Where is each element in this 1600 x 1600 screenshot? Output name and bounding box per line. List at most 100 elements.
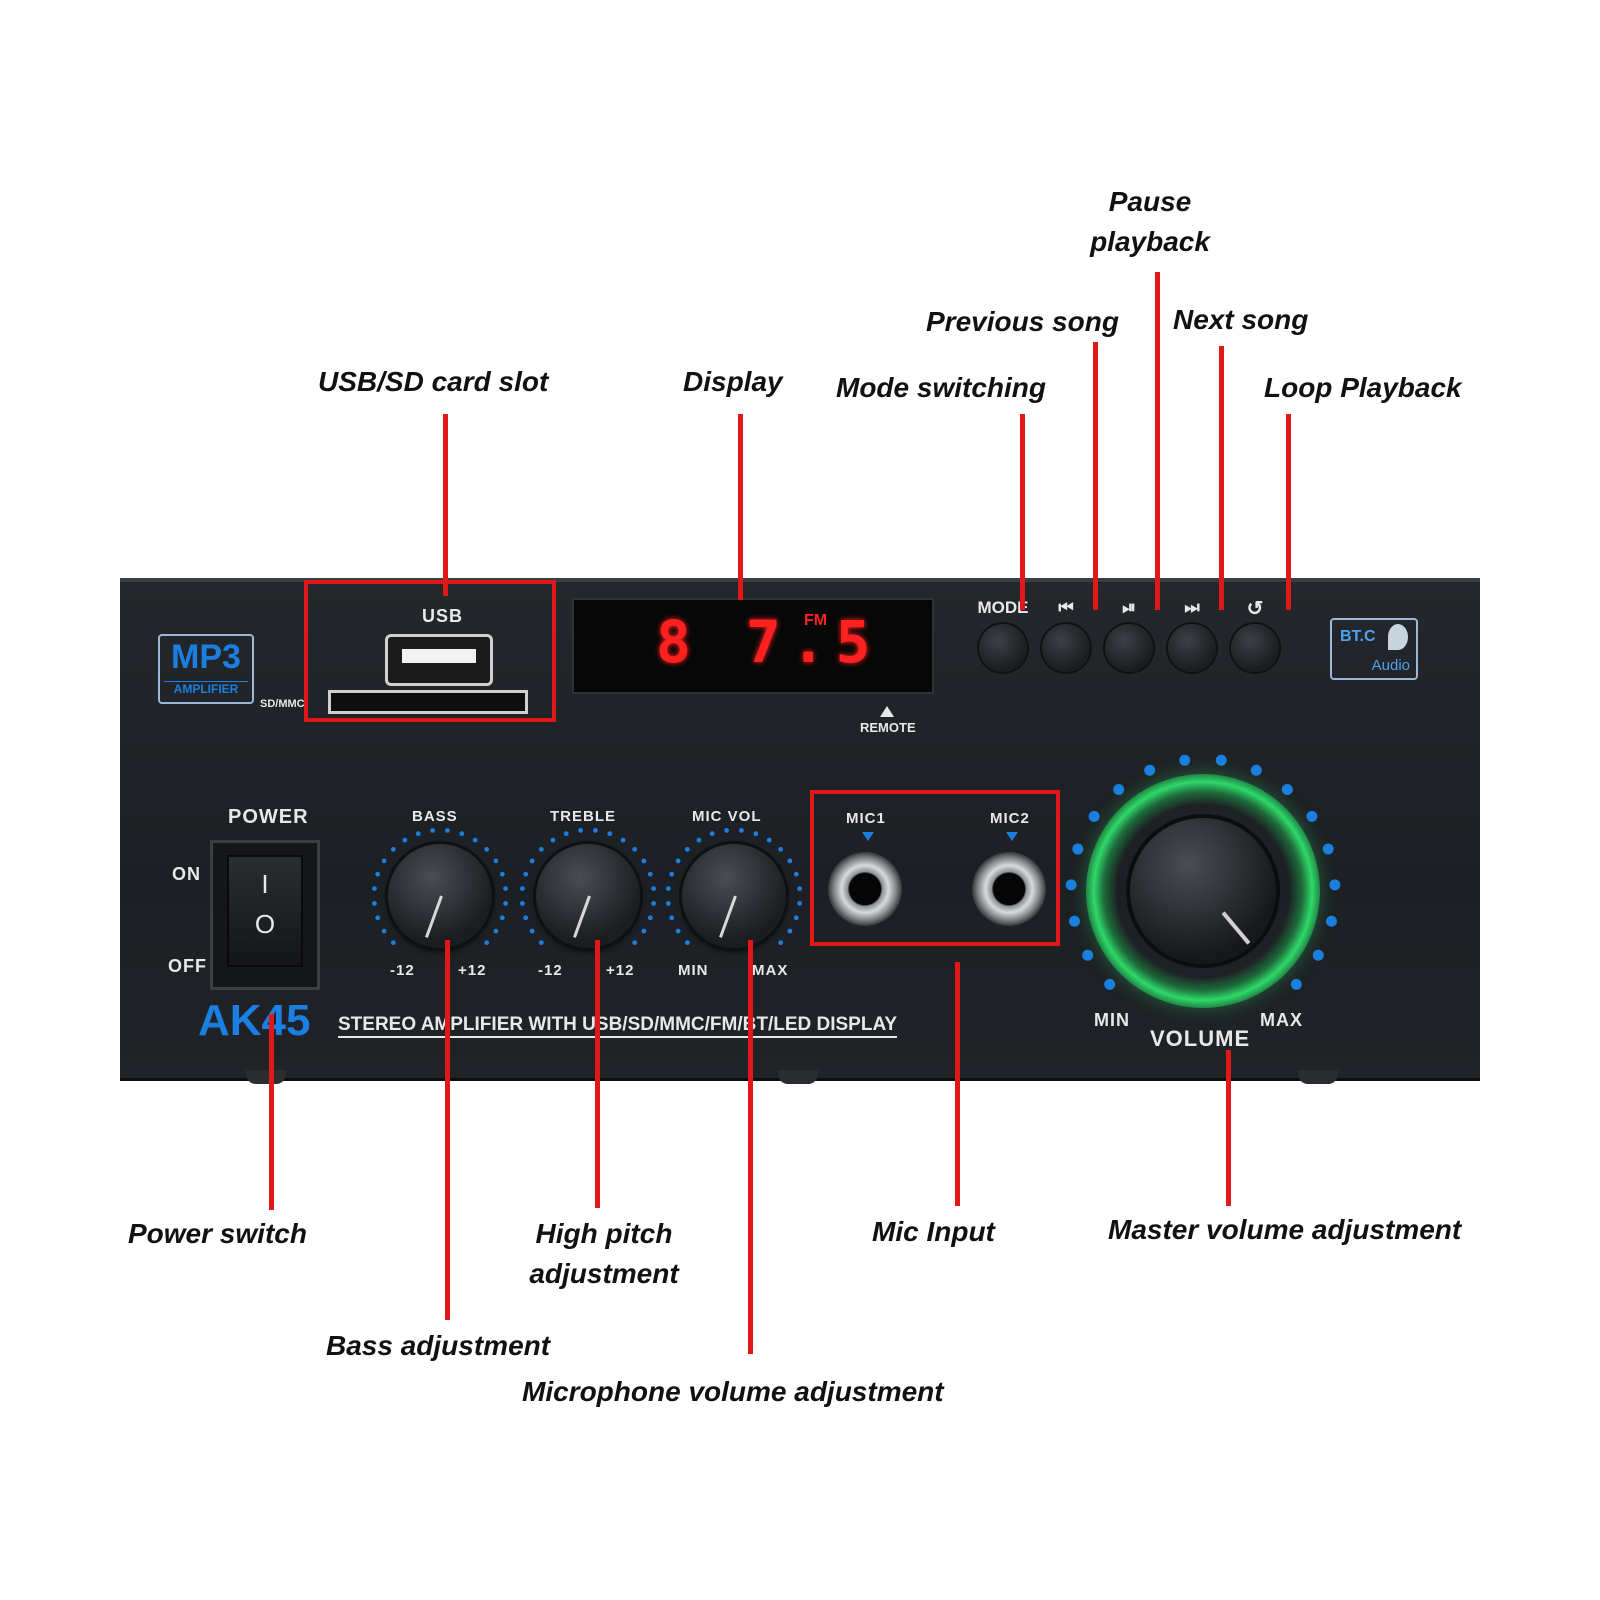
scale-dot [724,828,730,833]
scale-dot [550,837,556,843]
next-song-button[interactable] [1168,624,1216,672]
scale-dot [1329,879,1341,891]
scale-dot [651,886,656,892]
scale-dot [738,828,744,833]
scale-dot [1250,764,1262,776]
loop-icon: ↺ [1246,598,1264,620]
scale-dot [1325,915,1337,927]
scale-dot [493,858,499,864]
product-tagline: STEREO AMPLIFIER WITH USB/SD/MMC/FM/BT/L… [338,1014,898,1038]
previous-icon: ⏮ [1058,598,1074,617]
treble-min-label: -12 [538,962,563,979]
mic1-arrow-icon [862,832,874,841]
usb-port[interactable] [385,634,493,686]
scale-dot [778,846,784,852]
loop-playback-button[interactable] [1231,624,1279,672]
scale-dot [1179,754,1191,766]
scale-dot [523,871,529,877]
scale-dot [578,828,584,833]
scale-dot [641,858,647,864]
scale-dot [493,928,499,934]
scale-dot [375,915,381,921]
callout-mic-input: Mic Input [872,1216,995,1247]
on-label: ON [172,864,201,884]
scale-dot [372,900,377,906]
leader-master-volume [1226,1050,1231,1206]
scale-dot [696,837,702,843]
scale-dot [538,940,544,946]
usb-port-tongue [402,649,476,663]
bt-badge-top-text: BT.C [1340,628,1376,645]
mic-volume-knob[interactable] [682,844,786,948]
scale-dot [390,940,396,946]
scale-dot [390,846,396,852]
mic2-label: MIC2 [990,810,1030,827]
scale-dot [529,928,535,934]
scale-dot [620,837,626,843]
scale-dot [797,900,802,906]
scale-dot [1065,879,1077,891]
mode-button[interactable] [979,624,1027,672]
scale-dot [1113,783,1125,795]
scale-dot [684,940,690,946]
scale-dot [538,846,544,852]
switch-off-glyph: O [254,909,276,939]
scale-dot [787,858,793,864]
bass-min-label: -12 [390,962,415,979]
bt-badge-bottom-text: Audio [1371,657,1410,674]
volume-max-label: MAX [1260,1010,1303,1030]
callout-display: Display [683,366,783,397]
callout-usb-sd-slot: USB/SD card slot [318,366,549,397]
callout-mic-volume: Microphone volume adjustment [522,1376,944,1407]
scale-dot [415,831,421,837]
scale-dot [647,871,653,877]
play-pause-button[interactable] [1105,624,1153,672]
treble-knob[interactable] [536,844,640,948]
scale-dot [375,871,381,877]
power-label: POWER [228,806,309,828]
scale-dot [684,846,690,852]
scale-dot [1082,949,1094,961]
leader-mic-input [955,962,960,1206]
scale-dot [402,837,408,843]
scale-dot [647,915,653,921]
play-pause-icon: ⏯ [1122,598,1136,617]
amplifier-badge-text: AMPLIFIER [164,681,248,696]
bt-leaf-icon [1388,624,1408,650]
highlight-box-usb-sd [304,580,556,722]
master-volume-knob[interactable] [1130,818,1276,964]
mic2-jack[interactable] [972,852,1046,926]
callout-loop-playback: Loop Playback [1264,372,1462,403]
callout-mode-switching: Mode switching [836,372,1046,403]
bass-knob[interactable] [388,844,492,948]
leader-mic-volume [748,940,753,1354]
scale-dot [793,871,799,877]
usb-label: USB [422,606,464,626]
previous-song-button[interactable] [1042,624,1090,672]
leader-loop [1286,414,1291,610]
scale-dot [666,886,671,892]
volume-min-label: MIN [1094,1010,1130,1030]
off-label: OFF [168,956,207,976]
treble-max-label: +12 [606,962,635,979]
scale-dot [1104,978,1116,990]
scale-dot [651,900,656,906]
power-rocker-switch[interactable]: I O [227,855,303,967]
micvol-min-label: MIN [678,962,709,979]
mic1-jack[interactable] [828,852,902,926]
sd-card-slot[interactable] [328,690,528,714]
callout-pause-playback: Pause playback [1090,186,1210,257]
scale-dot [632,846,638,852]
display-band: FM [804,612,828,629]
sd-mmc-label: SD/MMC [260,698,305,710]
bluetooth-audio-badge: BT.C Audio [1330,618,1418,680]
scale-dot [520,900,525,906]
scale-dot [381,858,387,864]
scale-dot [778,940,784,946]
scale-dot [459,831,465,837]
highlight-box-mic-input [810,790,1060,946]
scale-dot [372,886,377,892]
leader-bass [445,940,450,1320]
display-frequency: 8 7.5 [656,608,881,676]
leader-usb-sd [443,414,448,596]
